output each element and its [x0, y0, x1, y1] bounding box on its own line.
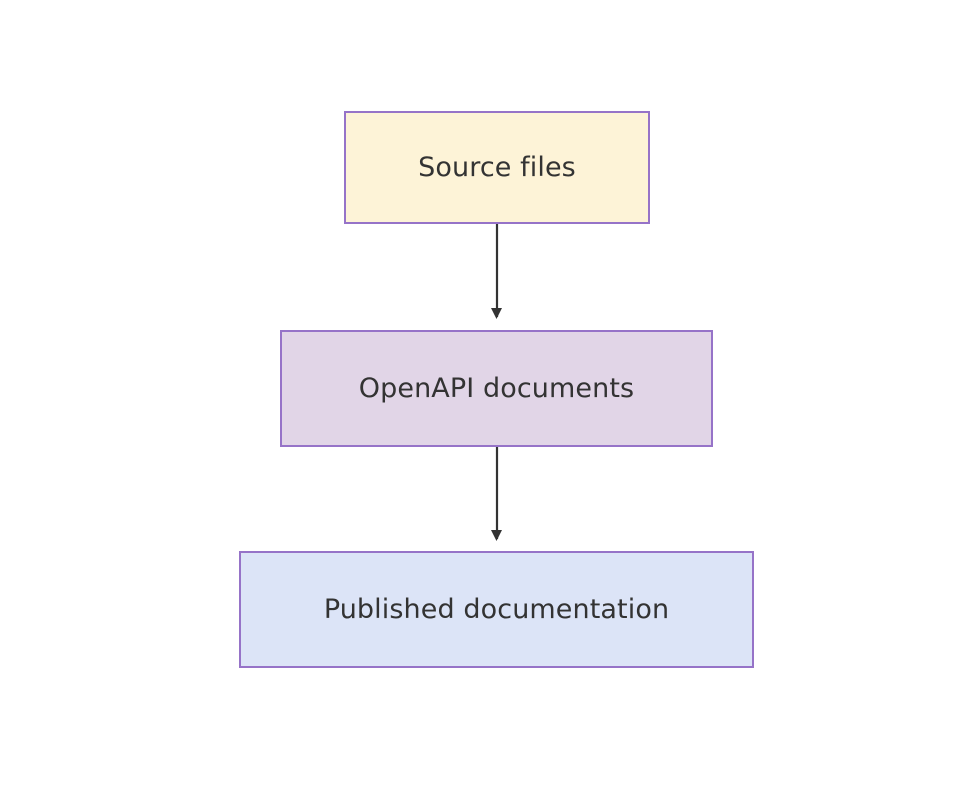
node-label: Published documentation: [323, 593, 670, 625]
node-label: OpenAPI documents: [358, 372, 635, 404]
node-published-documentation[interactable]: Published documentation: [239, 551, 754, 668]
node-source-files[interactable]: Source files: [344, 111, 650, 224]
node-label: Source files: [418, 151, 576, 183]
node-openapi-documents[interactable]: OpenAPI documents: [280, 330, 713, 447]
